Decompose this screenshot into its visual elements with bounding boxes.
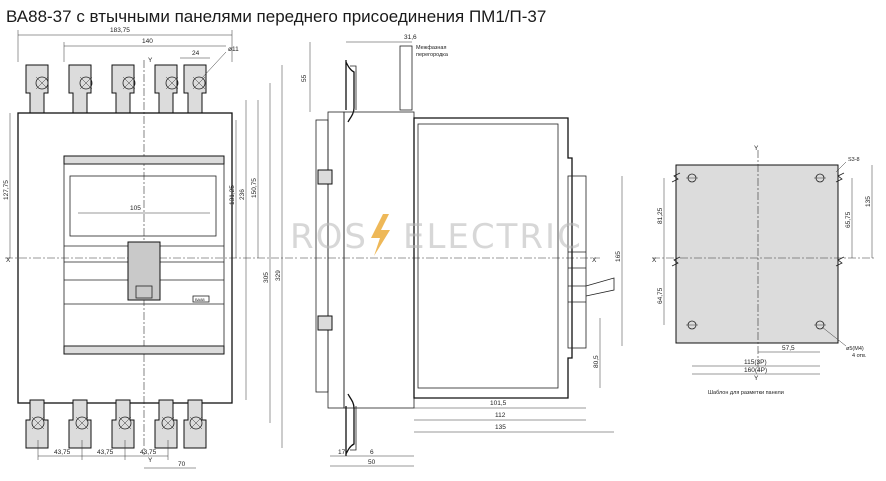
bolt-icon [371, 214, 390, 256]
dim-165: 165 [615, 251, 622, 262]
dim-236: 236 [239, 189, 246, 200]
dim-57-5: 57,5 [782, 345, 795, 352]
dim-101-5: 101,5 [490, 400, 507, 407]
dim-112: 112 [495, 412, 506, 419]
bottom-terminals [25, 399, 207, 449]
dim-24: 24 [192, 50, 200, 57]
axis-x-label-template: X [652, 257, 657, 264]
dim-135: 135 [495, 424, 506, 431]
partition-label-1: Межфазная [416, 45, 446, 51]
dim-pitch-3: 43,75 [140, 449, 157, 456]
dim-17: 17 [338, 449, 346, 456]
dim-50: 50 [368, 459, 376, 466]
dim-pitch-1: 43,75 [54, 449, 71, 456]
dim-115-3p: 115(3P) [744, 359, 767, 366]
dim-width-overall: 183,75 [110, 27, 130, 34]
dim-160-4p: 160(4P) [744, 367, 767, 374]
page-title: ВА88-37 с втычными панелями переднего пр… [6, 7, 546, 26]
dim-6: 6 [370, 449, 374, 456]
front-view: Y Y X ВА88 [3, 27, 298, 469]
watermark: ROS ELECTRIC [290, 214, 583, 257]
template-view: Y Y X S3-8 81,25 64,75 65,75 135 57,5 11… [652, 145, 876, 396]
toggle-handle [127, 241, 161, 301]
dim-hole-diameter: ø11 [228, 46, 239, 53]
axis-x-label-side: X [592, 257, 597, 264]
hole-label-1: ø5(M4) [846, 346, 864, 352]
watermark-right: ELECTRIC [403, 217, 583, 257]
dim-81-25: 81,25 [657, 207, 664, 224]
dim-55: 55 [301, 74, 308, 82]
dim-150-75: 150,75 [251, 178, 258, 198]
nameplate [192, 295, 210, 303]
side-view: X 31,6 Межфазная перегородка 55 165 80 [300, 34, 623, 467]
axis-y-label-template-top: Y [754, 145, 759, 152]
watermark-left: ROS [290, 217, 368, 257]
dim-64-75: 64,75 [657, 287, 664, 304]
corner-mark: S3-8 [848, 157, 860, 163]
dim-131-25: 131,25 [229, 185, 236, 205]
axis-y-label-template-bottom: Y [754, 375, 759, 382]
side-panel-body [343, 111, 415, 409]
axis-y-label-bottom: Y [148, 457, 153, 464]
dim-pitch-2: 43,75 [97, 449, 114, 456]
hole-label-2: 4 отв. [852, 353, 867, 359]
dim-70: 70 [178, 461, 186, 468]
dim-127-75: 127,75 [3, 180, 10, 200]
dim-305: 305 [263, 272, 270, 283]
axis-y-label-top: Y [148, 57, 153, 64]
dim-135-template: 135 [865, 196, 872, 207]
svg-text:ВА88: ВА88 [195, 297, 205, 302]
partition-label-2: перегородка [416, 52, 449, 58]
dim-140: 140 [142, 38, 153, 45]
dim-65-75: 65,75 [845, 211, 852, 228]
axis-x-label: X [6, 257, 11, 264]
template-caption: Шаблон для разметки панели [708, 390, 784, 396]
top-terminals [25, 64, 207, 114]
dim-31-6: 31,6 [404, 34, 417, 41]
dim-105: 105 [130, 205, 141, 212]
template-plate [675, 164, 839, 344]
dim-80-5: 80,5 [593, 355, 600, 368]
dim-329: 329 [275, 270, 282, 281]
